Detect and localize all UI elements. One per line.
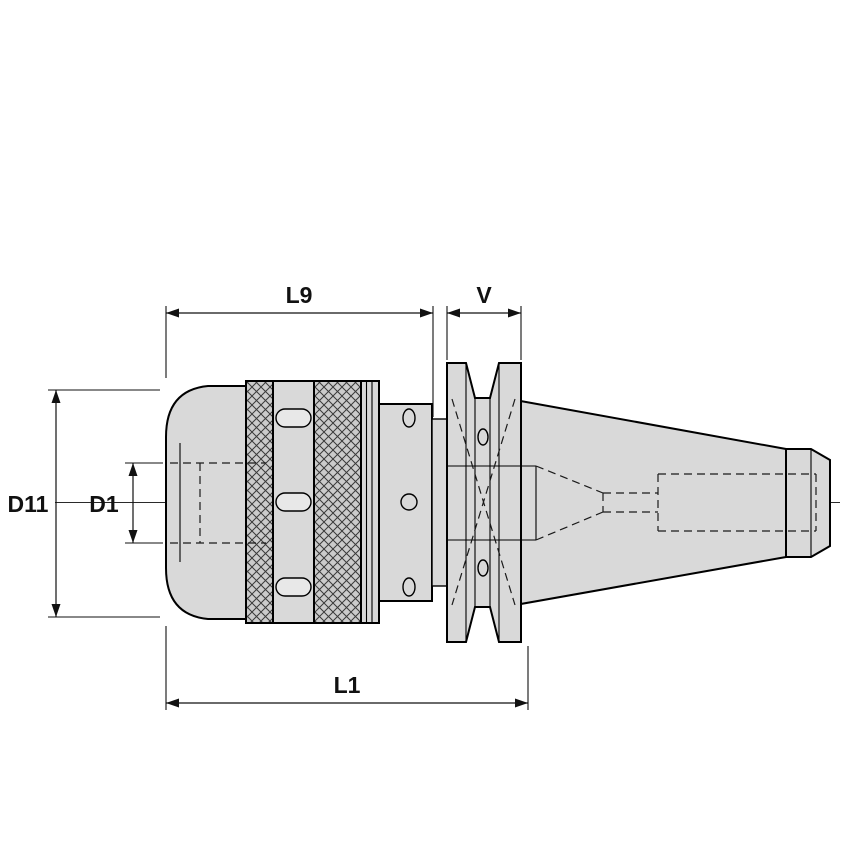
chuck-nose xyxy=(165,385,247,620)
body-holes xyxy=(400,408,418,597)
flange-hub-edges xyxy=(447,465,537,541)
neck-collar xyxy=(431,418,448,587)
nose-bore-hidden xyxy=(170,462,266,544)
d11-arrow-bottom xyxy=(51,604,61,617)
chuck-grip xyxy=(245,380,380,624)
l9-arrow-right xyxy=(420,308,433,318)
hidden-internal-lines xyxy=(170,398,817,606)
grip-slot-top xyxy=(275,408,312,428)
v-arrow-right xyxy=(508,308,521,318)
dimension-lines xyxy=(51,308,528,708)
taper-shank xyxy=(514,398,831,607)
thread-bore-hidden xyxy=(657,473,817,532)
dim-label-l9: L9 xyxy=(286,282,313,308)
taper-bore-hidden xyxy=(535,465,604,541)
dim-label-d11: D11 xyxy=(8,491,49,517)
l9-arrow-left xyxy=(166,308,179,318)
flange-groove-hidden xyxy=(451,398,516,606)
dimension-labels: L9 V D11 D1 L1 xyxy=(8,282,493,698)
l1-arrow-left xyxy=(166,698,179,708)
flange-drive-slot xyxy=(477,559,489,577)
grip-slot-middle xyxy=(275,492,312,512)
pilot-bore-hidden xyxy=(603,492,658,513)
nose-cap xyxy=(165,385,247,620)
set-screw-hole-middle xyxy=(400,493,418,511)
v-arrow-left xyxy=(447,308,460,318)
knurl-band-front xyxy=(245,380,274,624)
d11-arrow-top xyxy=(51,390,61,403)
d1-arrow-bottom xyxy=(128,530,138,543)
shank-end-pilot xyxy=(785,448,831,558)
extension-lines xyxy=(48,306,529,710)
d1-arrow-top xyxy=(128,463,138,476)
knurl-band-rear xyxy=(313,380,362,624)
dim-label-v: V xyxy=(476,282,492,308)
ring-band xyxy=(360,380,380,624)
set-screw-hole-top xyxy=(402,408,416,428)
l1-arrow-right xyxy=(515,698,528,708)
set-screw-hole-bottom xyxy=(402,577,416,597)
flange-drive-slot xyxy=(477,428,489,446)
grip-slot-bottom xyxy=(275,577,312,597)
taper-shank-body xyxy=(514,398,787,607)
dim-label-l1: L1 xyxy=(334,672,361,698)
dim-label-d1: D1 xyxy=(89,491,119,517)
